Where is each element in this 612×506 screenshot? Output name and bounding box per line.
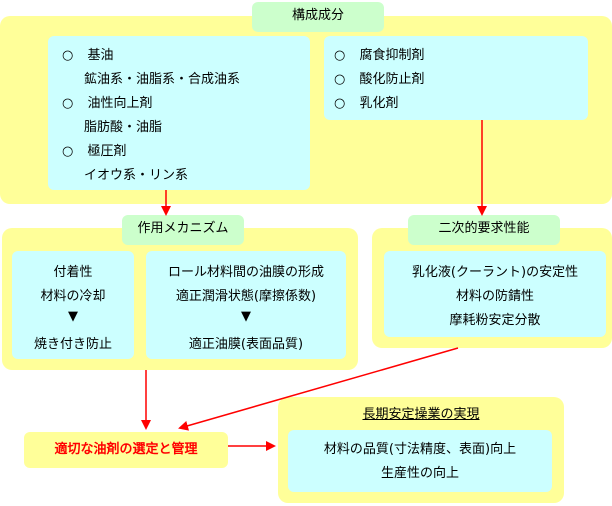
component-item-corrosion-inhibitor: ○ 腐食抑制剤 bbox=[334, 44, 425, 63]
mechanism-box-oil-film: ロール材料間の油膜の形成 適正潤滑状態(摩擦係数) ▼ 適正油膜(表面品質) bbox=[146, 251, 346, 359]
bullet-icon: ○ bbox=[334, 72, 346, 87]
components-right-box: ○ 腐食抑制剤 ○ 酸化防止剤 ○ 乳化剤 bbox=[324, 36, 588, 120]
components-title: 構成成分 bbox=[252, 2, 384, 32]
bullet-icon: ○ bbox=[62, 144, 74, 159]
mechanism-line: 材料の冷却 bbox=[40, 289, 106, 304]
mechanism-box-adhesion: 付着性 材料の冷却 ▼ 焼き付き防止 bbox=[12, 251, 134, 359]
bullet-icon: ○ bbox=[62, 48, 74, 63]
component-item-emulsifier: ○ 乳化剤 bbox=[334, 92, 399, 111]
mechanism-title: 作用メカニズム bbox=[122, 215, 244, 245]
component-name: 腐食抑制剤 bbox=[359, 48, 425, 63]
secondary-box: 乳化液(クーラント)の安定性 材料の防錆性 摩耗粉安定分散 bbox=[384, 251, 606, 337]
component-name: 極圧剤 bbox=[87, 144, 127, 159]
down-triangle-icon: ▼ bbox=[68, 309, 78, 324]
down-triangle-icon: ▼ bbox=[241, 309, 251, 324]
mechanism-line: ロール材料間の油膜の形成 bbox=[167, 265, 324, 280]
component-item-antioxidant: ○ 酸化防止剤 bbox=[334, 68, 425, 87]
arrow-secondary-to-selection bbox=[178, 347, 459, 431]
mechanism-line: 付着性 bbox=[53, 265, 93, 280]
secondary-line: 摩耗粉安定分散 bbox=[449, 313, 541, 328]
secondary-title: 二次的要求性能 bbox=[408, 215, 560, 245]
secondary-line: 材料の防錆性 bbox=[455, 289, 534, 304]
longterm-title: 長期安定操業の実現 bbox=[362, 407, 480, 422]
longterm-line: 材料の品質(寸法精度、表面)向上 bbox=[323, 442, 517, 457]
longterm-line: 生産性の向上 bbox=[380, 466, 459, 481]
component-name: 油性向上剤 bbox=[87, 96, 153, 111]
bullet-icon: ○ bbox=[334, 48, 346, 63]
selection-box: 適切な油剤の選定と管理 bbox=[24, 432, 228, 468]
bullet-icon: ○ bbox=[334, 96, 346, 111]
bullet-icon: ○ bbox=[62, 96, 74, 111]
component-item-ep-agent: ○ 極圧剤 bbox=[62, 140, 127, 159]
component-name: 酸化防止剤 bbox=[359, 72, 425, 87]
component-item-base-oil: ○ 基油 bbox=[62, 44, 114, 63]
secondary-line: 乳化液(クーラント)の安定性 bbox=[411, 265, 579, 280]
component-detail: イオウ系・リン系 bbox=[84, 168, 189, 183]
mechanism-line: 焼き付き防止 bbox=[33, 337, 112, 352]
component-item-oiliness-improver: ○ 油性向上剤 bbox=[62, 92, 153, 111]
component-name: 基油 bbox=[87, 48, 114, 63]
component-detail: 鉱油系・油脂系・合成油系 bbox=[84, 72, 241, 87]
components-left-box: ○ 基油 鉱油系・油脂系・合成油系 ○ 油性向上剤 脂肪酸・油脂 ○ 極圧剤 イ… bbox=[48, 36, 310, 190]
mechanism-line: 適正油膜(表面品質) bbox=[188, 337, 304, 352]
mechanism-line: 適正潤滑状態(摩擦係数) bbox=[175, 289, 317, 304]
longterm-box: 材料の品質(寸法精度、表面)向上 生産性の向上 bbox=[288, 430, 552, 492]
component-name: 乳化剤 bbox=[359, 96, 399, 111]
component-detail: 脂肪酸・油脂 bbox=[84, 120, 163, 135]
